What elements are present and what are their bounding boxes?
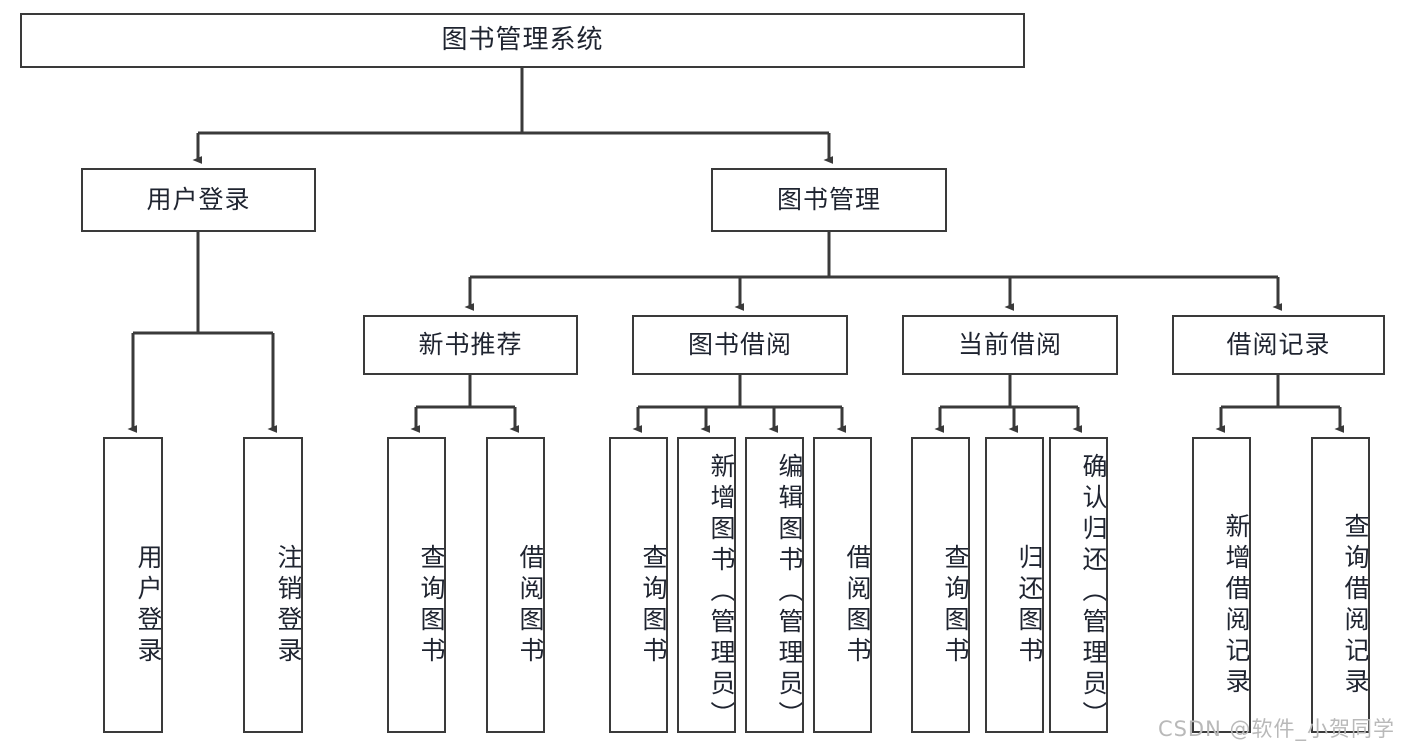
leaf-confirm-return-admin[interactable]: 确认归还（管理员） [1049, 437, 1108, 733]
leaf-user-logout[interactable]: 注销登录 [243, 437, 303, 733]
leaf-query-borrow-record[interactable]: 查询借阅记录 [1311, 437, 1370, 733]
node-user-login[interactable]: 用户登录 [81, 168, 316, 232]
leaf-return-book[interactable]: 归还图书 [985, 437, 1044, 733]
leaf-edit-book-admin[interactable]: 编辑图书（管理员） [745, 437, 804, 733]
node-borrowing-records[interactable]: 借阅记录 [1172, 315, 1385, 375]
leaf-add-book-admin[interactable]: 新增图书（管理员） [677, 437, 736, 733]
node-book-borrowing[interactable]: 图书借阅 [632, 315, 848, 375]
leaf-add-borrow-record[interactable]: 新增借阅记录 [1192, 437, 1251, 733]
node-root-book-management-system[interactable]: 图书管理系统 [20, 13, 1025, 68]
node-current-borrowing[interactable]: 当前借阅 [902, 315, 1118, 375]
leaf-user-login[interactable]: 用户登录 [103, 437, 163, 733]
leaf-query-book-current[interactable]: 查询图书 [911, 437, 970, 733]
csdn-watermark: CSDN @软件_小贺同学 [1157, 717, 1395, 741]
leaf-query-book-borrowing[interactable]: 查询图书 [609, 437, 668, 733]
node-book-management[interactable]: 图书管理 [711, 168, 947, 232]
leaf-borrow-book-recommend[interactable]: 借阅图书 [486, 437, 545, 733]
leaf-borrow-book-borrowing[interactable]: 借阅图书 [813, 437, 872, 733]
node-new-book-recommendation[interactable]: 新书推荐 [363, 315, 578, 375]
leaf-query-book-recommend[interactable]: 查询图书 [387, 437, 446, 733]
